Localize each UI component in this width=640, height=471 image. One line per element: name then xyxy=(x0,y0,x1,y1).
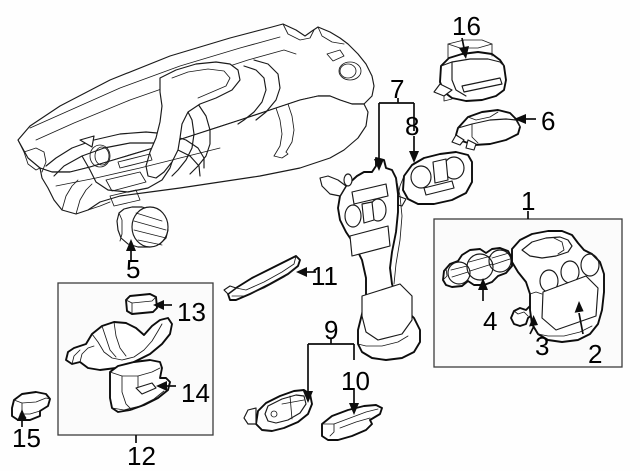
cluster-bezel-rings[interactable] xyxy=(442,247,513,288)
callout-label-11[interactable]: 11 xyxy=(311,261,338,291)
upper-vent-bezel[interactable] xyxy=(393,151,473,207)
callout-label-16[interactable]: 16 xyxy=(452,11,481,41)
callout-label-10[interactable]: 10 xyxy=(341,366,370,396)
leader-3 xyxy=(529,315,538,335)
callout-label-8[interactable]: 8 xyxy=(405,111,420,141)
relay-module-housing[interactable] xyxy=(433,39,507,102)
callout-label-9[interactable]: 9 xyxy=(324,315,339,345)
callout-label-7[interactable]: 7 xyxy=(390,74,405,104)
callout-label-4[interactable]: 4 xyxy=(483,306,498,336)
leader-10 xyxy=(349,344,359,415)
leader-15 xyxy=(17,409,27,427)
leader-16 xyxy=(459,37,469,59)
leader-13 xyxy=(153,300,172,310)
lower-trim-strip[interactable] xyxy=(321,404,383,441)
instrument-panel-main[interactable] xyxy=(17,23,375,215)
callout-label-13[interactable]: 13 xyxy=(177,297,206,327)
leader-7 xyxy=(374,98,414,171)
center-stack-trim-panel[interactable] xyxy=(319,157,421,361)
leader-4 xyxy=(478,278,488,301)
callout-label-6[interactable]: 6 xyxy=(541,106,556,136)
callout-label-5[interactable]: 5 xyxy=(126,254,141,284)
center-console-panel[interactable] xyxy=(511,230,605,343)
switch-housing-lower[interactable] xyxy=(243,389,313,432)
glove-box-door[interactable] xyxy=(65,317,173,371)
leader-2 xyxy=(574,301,584,335)
callout-label-3[interactable]: 3 xyxy=(535,331,550,361)
fuse-access-cover[interactable] xyxy=(451,109,521,151)
callout-label-14[interactable]: 14 xyxy=(181,378,210,408)
callout-label-12[interactable]: 12 xyxy=(127,441,156,471)
leader-5 xyxy=(126,239,136,260)
leader-11 xyxy=(296,267,316,277)
side-trim-molding[interactable] xyxy=(223,255,301,301)
leader-8 xyxy=(409,103,419,163)
air-vent-knob[interactable] xyxy=(116,206,169,248)
leader-14 xyxy=(156,381,176,391)
leader-6 xyxy=(514,114,536,124)
callout-label-15[interactable]: 15 xyxy=(12,423,41,453)
callout-label-1[interactable]: 1 xyxy=(521,186,536,216)
callout-label-2[interactable]: 2 xyxy=(588,339,603,369)
glove-box-bin[interactable] xyxy=(109,359,171,413)
small-corner-bracket[interactable] xyxy=(11,391,51,421)
leader-9 xyxy=(303,339,354,403)
glove-box-latch-cover[interactable] xyxy=(125,293,158,315)
